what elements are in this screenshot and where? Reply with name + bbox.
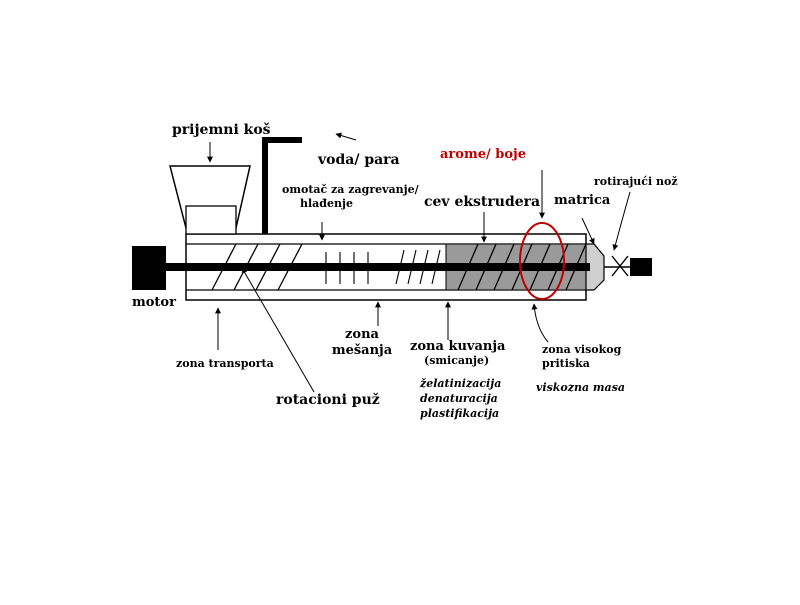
motor-block [132, 246, 166, 290]
label-gelatinization: želatinizacija [420, 377, 502, 390]
screw-flights-transition [395, 249, 441, 285]
water-steam-pipe [262, 137, 302, 234]
label-cooking-zone-line2: (smicanje) [424, 354, 490, 367]
label-water-steam: voda/ para [318, 152, 400, 168]
label-high-pressure-line1: zona visokog [542, 343, 622, 356]
label-extruder-barrel: cev ekstrudera [424, 194, 541, 210]
label-transport-zone: zona transporta [176, 357, 274, 370]
label-motor: motor [132, 295, 176, 310]
knife-hub [630, 258, 652, 276]
label-viscous-mass: viskozna masa [536, 381, 626, 394]
label-cooking-zone-line1: zona kuvanja [410, 339, 506, 354]
screw-flights-transport [211, 243, 303, 291]
label-denaturation: denaturacija [420, 392, 498, 405]
label-die: matrica [554, 193, 611, 208]
label-jacket-line2: hlađenje [300, 197, 353, 210]
label-hopper: prijemni koš [172, 122, 271, 138]
label-jacket-line1: omotač za zagrevanje/ [282, 183, 419, 196]
screw-flights-cooking [457, 243, 587, 291]
hopper-neck [185, 205, 237, 235]
label-mixing-zone-line2: mešanja [331, 343, 393, 358]
label-high-pressure-line2: pritiska [542, 357, 590, 370]
callout-arrows [207, 132, 631, 393]
label-mixing-zone-line1: zona [345, 327, 379, 342]
flavor-injection-ellipse [519, 222, 565, 300]
label-plasticization: plastifikacija [420, 407, 500, 420]
label-flavors-colors: arome/ boje [440, 147, 526, 162]
screw-flights-mixing [325, 252, 369, 284]
label-rotating-knife: rotirajući nož [594, 175, 678, 188]
label-rotating-screw: rotacioni puž [276, 392, 380, 408]
